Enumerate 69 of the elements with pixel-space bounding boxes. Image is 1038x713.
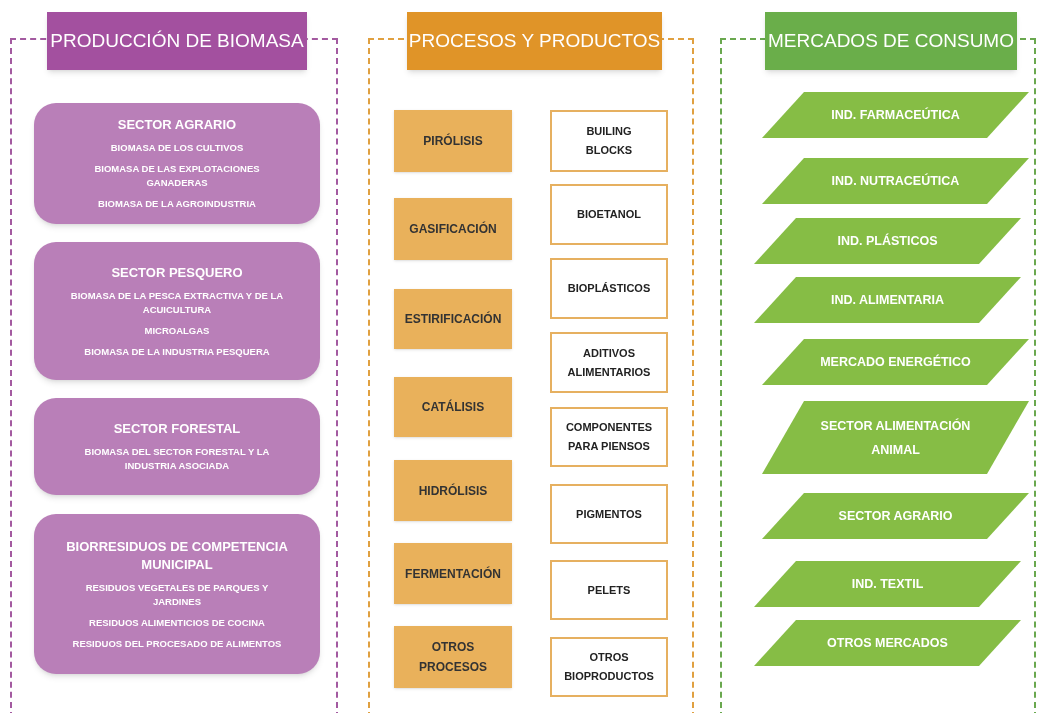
sector-item: RESIDUOS VEGETALES DE PARQUES Y JARDINES: [84, 580, 270, 609]
process-label: OTROS PROCESOS: [418, 639, 488, 676]
sector-item: BIOMASA DE LOS CULTIVOS: [109, 141, 245, 155]
process-label: PIRÓLISIS: [423, 132, 483, 150]
sector-box: [34, 398, 320, 495]
sector-heading: BIORRESIDUOS DE COMPETENCIA MUNICIPAL: [65, 537, 289, 574]
market-parallelogram: [762, 158, 1029, 204]
product-label: BIOPLÁSTICOS: [567, 281, 651, 296]
sector-box: [34, 103, 320, 224]
sector-box: [34, 242, 320, 380]
sector-item: BIOMASA DE LA INDUSTRIA PESQUERA: [83, 344, 271, 359]
sector-heading: SECTOR PESQUERO: [111, 263, 243, 282]
sector-heading: SECTOR FORESTAL: [113, 420, 241, 438]
column-heading: PRODUCCIÓN DE BIOMASA: [47, 12, 307, 70]
process-box: [394, 377, 512, 437]
process-label: GASIFICACIÓN: [409, 220, 497, 238]
product-label: COMPONENTES PARA PIENSOS: [564, 420, 654, 454]
sector-item: RESIDUOS ALIMENTICIOS DE COCINA: [88, 615, 266, 630]
sector-item: MICROALGAS: [143, 323, 211, 338]
process-label: CATÁLISIS: [421, 398, 485, 416]
market-label: IND. NUTRACEÚTICA: [831, 172, 960, 190]
product-box: [550, 258, 668, 319]
market-label: IND. ALIMENTARIA: [830, 292, 945, 309]
product-label: PIGMENTOS: [576, 506, 642, 522]
market-parallelogram: [762, 401, 1029, 474]
market-parallelogram: [754, 620, 1021, 666]
market-parallelogram: [754, 218, 1021, 264]
market-label: SECTOR ALIMENTACIÓN ANIMAL: [819, 417, 972, 459]
sector-item: RESIDUOS DEL PROCESADO DE ALIMENTOS: [71, 636, 283, 651]
process-box: [394, 289, 512, 349]
product-label: BIOETANOL: [577, 207, 641, 222]
product-label: BUILING BLOCKS: [584, 124, 634, 158]
process-box: [394, 198, 512, 260]
market-label: SECTOR AGRARIO: [838, 508, 953, 525]
product-box: [550, 637, 668, 697]
product-box: [550, 484, 668, 544]
process-label: HIDRÓLISIS: [418, 482, 488, 500]
market-label: OTROS MERCADOS: [827, 635, 948, 652]
column-heading: PROCESOS Y PRODUCTOS: [407, 12, 662, 70]
sector-item: BIOMASA DE LA PESCA EXTRACTIVA Y DE LA ACUICULTURA: [69, 288, 285, 317]
process-box: [394, 543, 512, 604]
sector-item: BIOMASA DE LAS EXPLOTACIONES GANADERAS: [93, 162, 261, 190]
process-box: [394, 110, 512, 172]
market-parallelogram: [762, 493, 1029, 539]
product-box: [550, 407, 668, 467]
process-box: [394, 626, 512, 688]
column-heading: MERCADOS DE CONSUMO: [765, 12, 1017, 70]
market-parallelogram: [762, 339, 1029, 385]
product-box: [550, 560, 668, 620]
market-parallelogram: [754, 277, 1021, 323]
market-parallelogram: [762, 92, 1029, 138]
product-label: PELETS: [587, 582, 631, 598]
process-box: [394, 460, 512, 521]
product-box: [550, 332, 668, 393]
market-label: IND. FARMACEÚTICA: [831, 106, 960, 124]
market-parallelogram: [754, 561, 1021, 607]
sector-item: BIOMASA DEL SECTOR FORESTAL Y LA INDUSTRIA ASOCIADA: [83, 445, 271, 473]
sector-heading: SECTOR AGRARIO: [117, 116, 237, 134]
sector-box: [34, 514, 320, 674]
market-label: IND. PLÁSTICOS: [837, 232, 938, 250]
process-label: ESTIRIFICACIÓN: [404, 310, 502, 328]
product-label: OTROS BIOPRODUCTOS: [564, 650, 654, 684]
product-label: ADITIVOS ALIMENTARIOS: [566, 345, 652, 380]
product-box: [550, 184, 668, 245]
market-label: MERCADO ENERGÉTICO: [820, 353, 971, 371]
market-label: IND. TEXTIL: [851, 576, 924, 593]
sector-item: BIOMASA DE LA AGROINDUSTRIA: [97, 197, 257, 211]
product-box: [550, 110, 668, 172]
process-label: FERMENTACIÓN: [405, 565, 501, 583]
